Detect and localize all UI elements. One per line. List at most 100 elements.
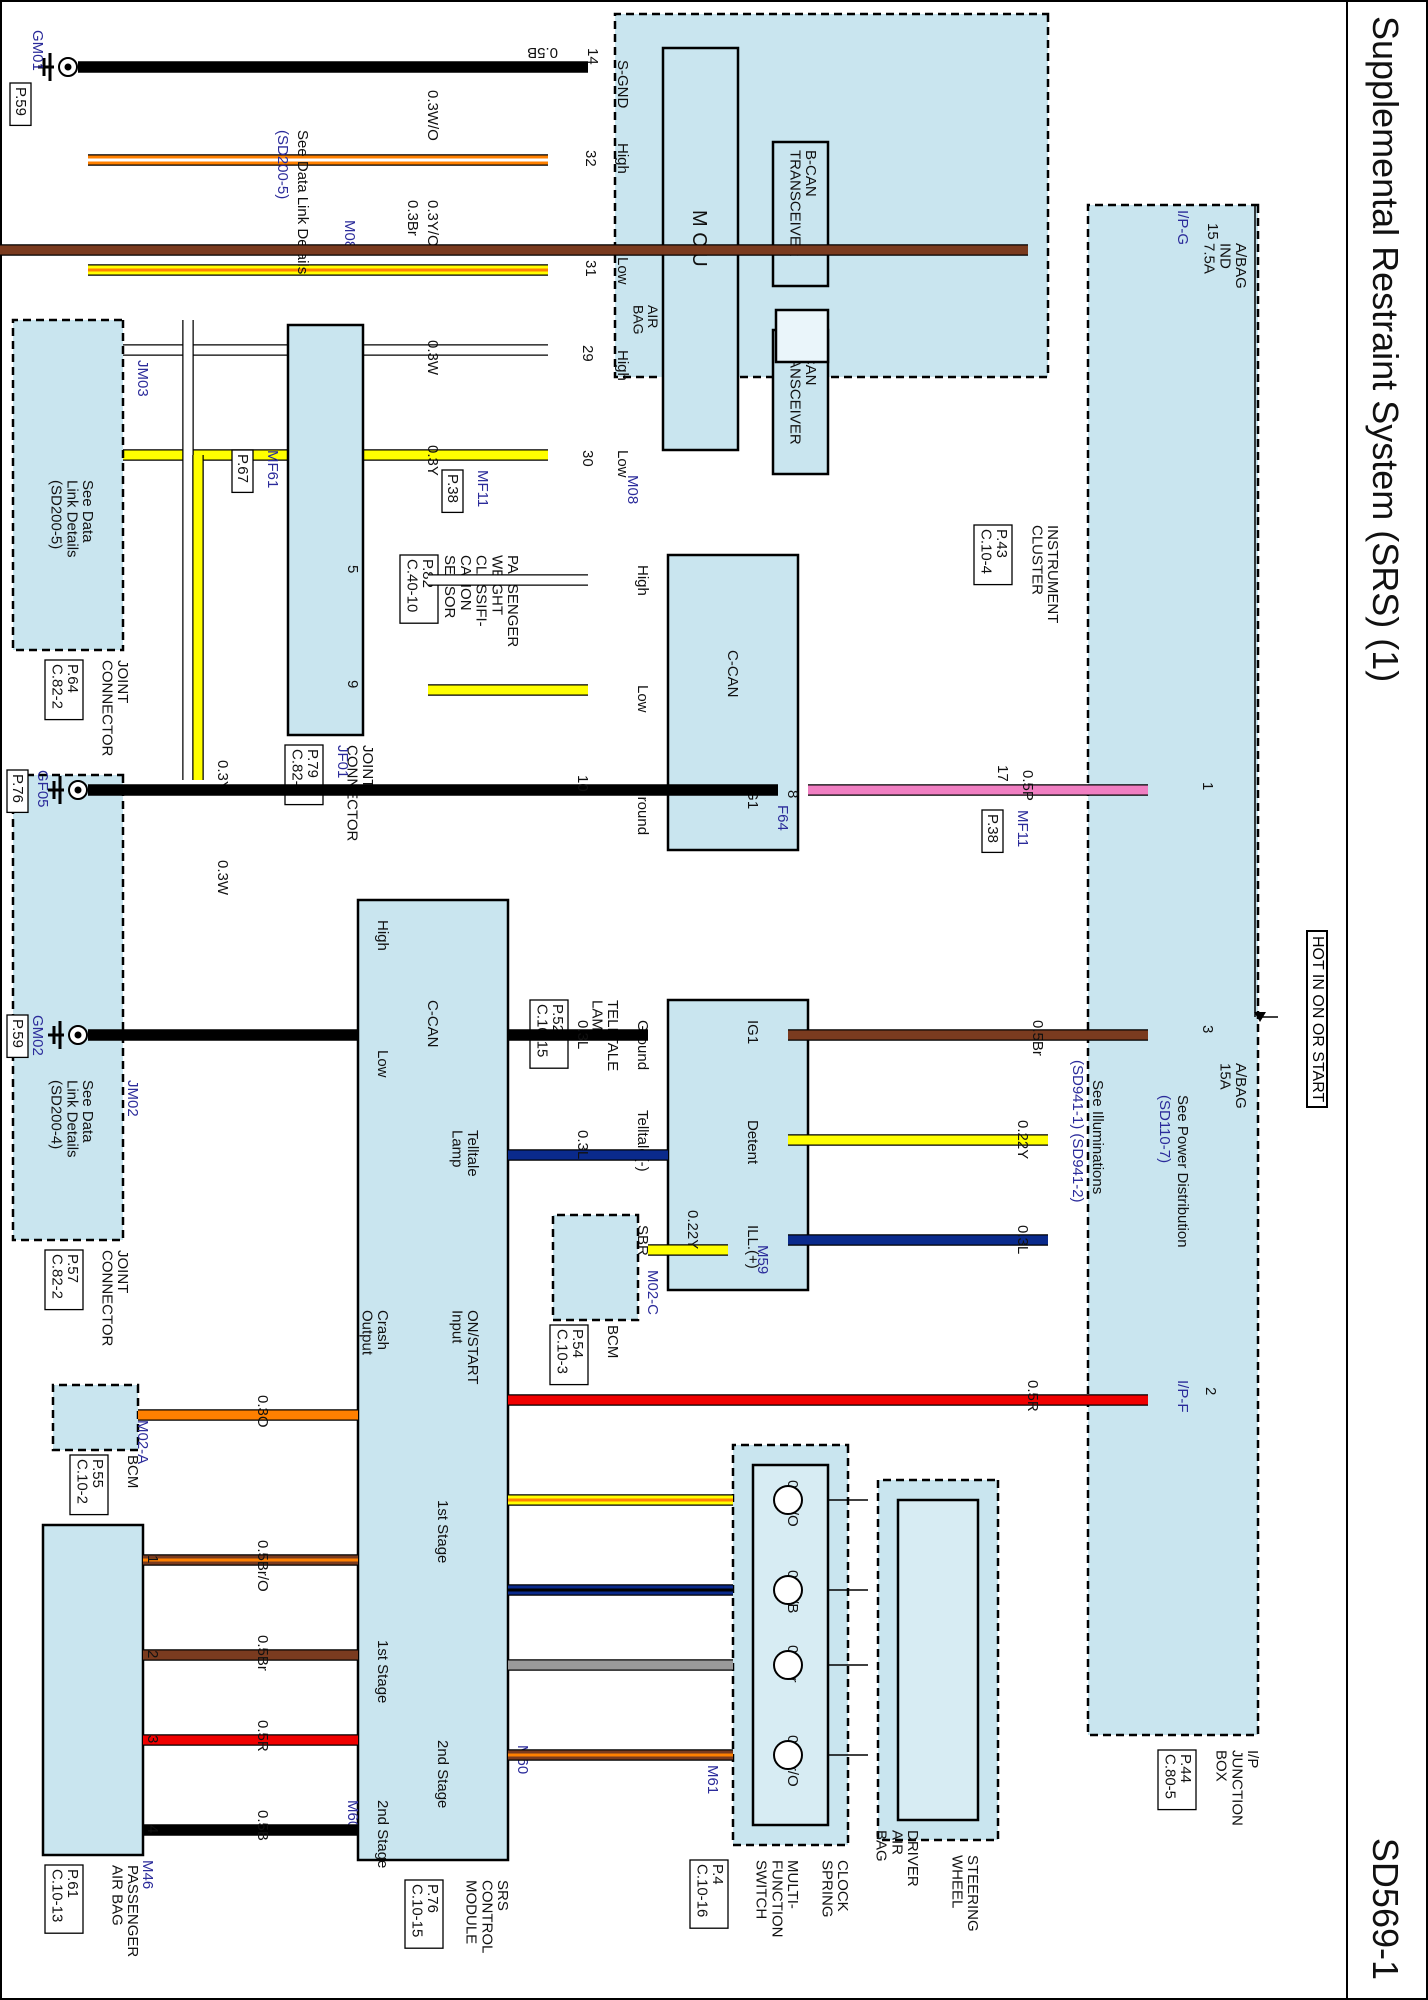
cluster-pin-30: 30 [579, 450, 596, 467]
clock-spring-coil-stage1-high [773, 1485, 803, 1515]
steering-wheel-label: STEERINGWHEEL [948, 1855, 981, 1932]
passenger-weight-sensor [666, 553, 800, 852]
telltale-minus-label: Telltale(-) [634, 1110, 651, 1172]
connector-ipg-label: I/P-G [1174, 210, 1191, 245]
wire-pab-2-label: 0.5Br [254, 1635, 271, 1671]
connector-m08-label: M08 [624, 475, 641, 504]
ip-pin-2: 2 [1202, 1387, 1219, 1395]
wire-jm02-white-label: 0.3W [214, 860, 231, 896]
pwc-pin-10: 10 [574, 775, 591, 792]
jm02-name: JM02 [124, 1080, 141, 1117]
passenger-air-bag [41, 1523, 145, 1857]
wire-pab-4-label: 0.5B [254, 1810, 271, 1841]
clock-spring-coil-stage2-low [773, 1740, 803, 1770]
pwc-pin-8: 8 [784, 790, 801, 798]
multi-function-switch-label: MULTI-FUNCTIONSWITCH [753, 1860, 802, 1938]
passenger-air-bag-label: PASSENGERAIR BAG [108, 1865, 141, 1957]
bcan-high-label: High [614, 143, 631, 174]
ground-gm01-label: GM01 [29, 30, 46, 71]
wire-cluster-ign-label: 0.3Br [404, 200, 421, 236]
srs-ccan-label: C-CAN [424, 1000, 441, 1048]
wire-ccan-low-label: 0.3Y [424, 445, 441, 476]
cluster-pin-14: 14 [584, 48, 601, 65]
ground-gm02-ref-text: P.59 [9, 1019, 26, 1048]
passenger-air-bag-ref-box [44, 1864, 84, 1934]
telltale-ground-label: Ground [634, 1020, 651, 1070]
instrument-cluster-ref-box [973, 524, 1013, 586]
pwc-ground-label: Ground [634, 785, 651, 835]
wire-ccan-high-label: 0.3W [424, 340, 441, 376]
jf01-name: JF01 [334, 745, 351, 778]
ground-gm01-ref-text: P.59 [12, 87, 29, 116]
data-link-ref-1: (SD200-5) [274, 130, 291, 199]
srs-control-module [356, 898, 510, 1862]
passenger-weight-sensor-label: PASSENGERWEIGHTCLASSIFI-CATIONSENSOR [441, 555, 521, 647]
illumination-note: See Illuminations [1089, 1080, 1106, 1194]
connector-mf11-pwc-ref-box [981, 809, 1004, 854]
passenger-air-bag-pin-3: 3 [144, 1735, 161, 1743]
wire-gm01-label: 0.5B [527, 44, 558, 61]
power-distribution-ref: (SD110-7) [1156, 1095, 1173, 1163]
ground-gm02-label: GM02 [29, 1015, 46, 1056]
connector-mf11-pwc-ref-text: P.38 [984, 814, 1001, 843]
connector-ipf-label: I/P-F [1174, 1380, 1191, 1413]
mf11-pin-17: 17 [994, 765, 1011, 782]
srs-low-label: Low [374, 1050, 391, 1078]
jm02-ref-text: P.57C.82-2 [48, 1254, 81, 1299]
jm03-ref-text: P.64C.82-2 [48, 664, 81, 709]
bcm-top-ref-box [549, 1324, 589, 1386]
ip-pin-15: 15 [1204, 223, 1221, 240]
jm02-ref-box [44, 1249, 84, 1311]
driver-air-bag-label: DRIVERAIRBAG [873, 1830, 922, 1887]
connector-mf61-ref-text: P.67 [234, 454, 251, 483]
illumination-ref: (SD941-1) (SD941-2) [1069, 1060, 1086, 1203]
ground-gf05-symbol-dot [74, 786, 82, 794]
wire-srs-crash-label: 0.3O [254, 1395, 271, 1428]
joint-connector-jm03 [11, 318, 125, 652]
connector-mf11-ref-box [441, 469, 464, 514]
ip-junction-box-ref-box [1157, 1749, 1197, 1811]
ccan-low-label: Low [614, 450, 631, 478]
airbag-warning-icon [774, 308, 830, 364]
data-link-note-1: See Data Link Details [294, 130, 311, 274]
pwc-pin-5: 5 [344, 565, 361, 573]
pwc-ccan-label: C-CAN [724, 650, 741, 698]
srs-control-module-ref-text: P.76C.10-15 [408, 1884, 441, 1937]
wire-bcan-low-label: 0.3Y/O [424, 200, 441, 247]
wire-pwc-ig1-label: 0.5P [1019, 770, 1036, 801]
clock-spring-coil-stage2-high [773, 1650, 803, 1680]
bcm-bottom-label: BCM [124, 1455, 141, 1488]
ccan-high-label: High [614, 350, 631, 381]
srs-control-module-label: SRSCONTROLMODULE [463, 1880, 512, 1953]
ip-junction-box-label: I/PJUNCTIONBOX [1213, 1750, 1262, 1826]
fuse-abag-ind-label: A/BAGIND7.5A [1201, 243, 1250, 289]
wire-srs-onstart-label: 0.5R [1024, 1380, 1041, 1412]
wire-jm02-yellow-label: 0.3Y [214, 760, 231, 791]
ip-pin-1: 1 [1199, 782, 1216, 790]
jm02-note: See DataLink Details(SD200-4) [48, 1080, 97, 1158]
srs-stage2-label: 2nd Stage [434, 1740, 451, 1808]
sgnd-label: S-GND [614, 60, 631, 109]
bcan-transceiver-label: B-CANTRANSCEIVER [786, 150, 819, 257]
jm03-connector-label: JOINTCONNECTOR [98, 660, 131, 757]
pwc-low-label: Low [634, 685, 651, 713]
ip-junction-box-ref-text: P.44C.80-5 [1161, 1754, 1194, 1799]
driver-air-bag [896, 1498, 980, 1822]
connector-mf61-ref-box [231, 449, 254, 494]
connector-mf11-label: MF11 [474, 470, 491, 507]
ground-gf05-label: GF05 [34, 770, 51, 808]
wire-pab-1-label: 0.5Br/O [254, 1540, 271, 1592]
srs-control-module-ref-box [404, 1879, 444, 1949]
ground-gf05-ref-box [6, 769, 29, 814]
mcu-label: M C U [688, 210, 710, 267]
wire-bcan-high-label: 0.3W/O [424, 90, 441, 141]
bcm-top-label: BCM [604, 1325, 621, 1358]
wire-telltale-ig1-label: 0.5Br [1029, 1020, 1046, 1056]
cluster-pin-32: 32 [582, 150, 599, 167]
passenger-air-bag-pin-2: 2 [144, 1650, 161, 1658]
connector-mf61-label: MF61 [264, 450, 281, 488]
jm03-ref-box [44, 659, 84, 721]
clock-spring-coil-stage1-low [773, 1575, 803, 1605]
ground-gm02-ref-box [6, 1014, 29, 1059]
